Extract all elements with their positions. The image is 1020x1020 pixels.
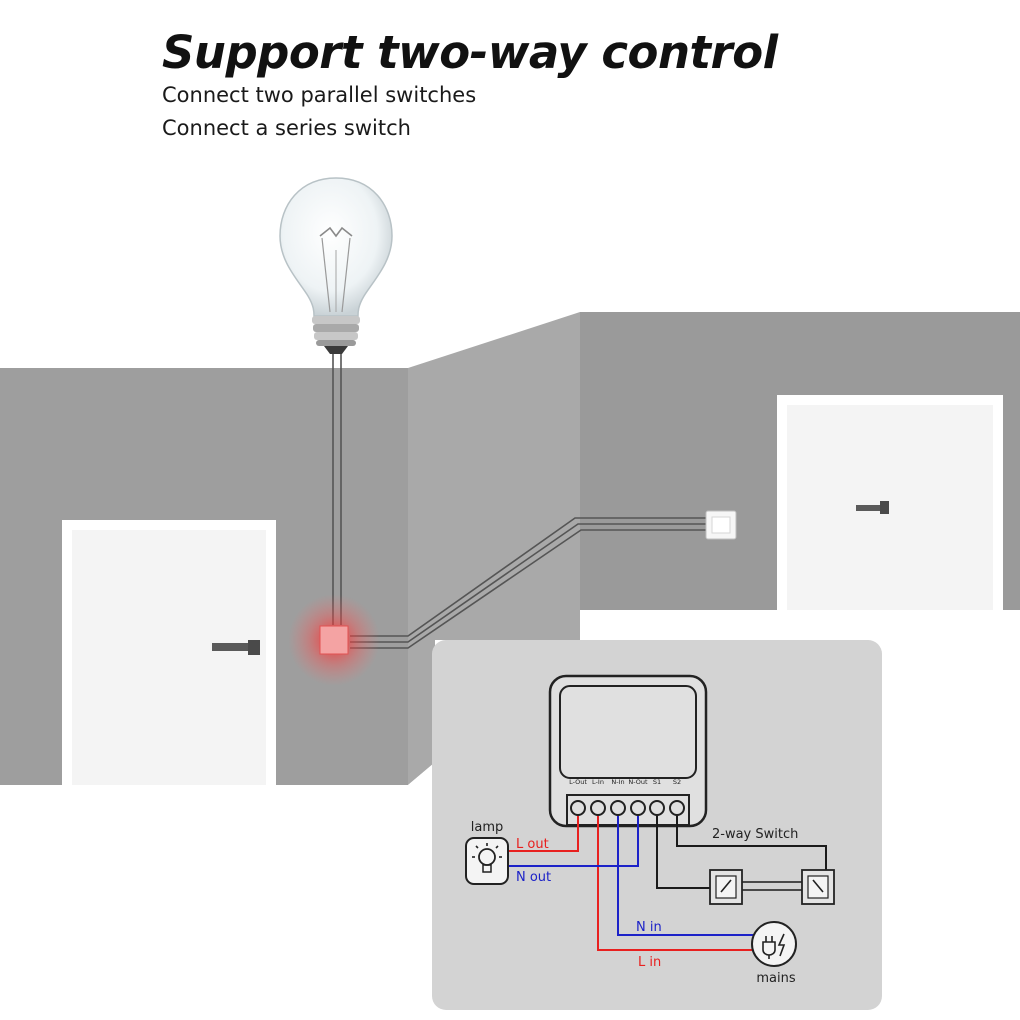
n-in-label: N in xyxy=(636,920,662,935)
terminal-label-n-in: N-In xyxy=(611,778,624,786)
s1-wire xyxy=(656,815,712,889)
wiring-panel: L-Out L-In N-In N-Out S1 S2 xyxy=(432,640,882,1010)
lamp-icon xyxy=(465,837,509,885)
terminal-screws xyxy=(570,800,685,816)
n-out-wire xyxy=(506,815,639,867)
ceiling-wire xyxy=(332,350,342,625)
traveler-wires xyxy=(738,881,808,891)
mains-plug-icon xyxy=(751,921,797,967)
l-in-wire xyxy=(597,815,756,951)
page-title: Support two-way control xyxy=(162,26,778,79)
l-in-label: L in xyxy=(638,955,661,970)
two-way-switch-label: 2-way Switch xyxy=(712,827,798,842)
terminal-label-l-out: L-Out xyxy=(569,778,587,786)
mains-label: mains xyxy=(756,971,795,986)
subtitle-parallel: Connect two parallel switches xyxy=(162,83,477,107)
terminal-label-n-out: N-Out xyxy=(628,778,648,786)
subtitle-series: Connect a series switch xyxy=(162,116,411,140)
l-out-label: L out xyxy=(516,837,549,852)
terminal-label-l-in: L-In xyxy=(592,778,604,786)
smart-module-icon xyxy=(548,674,708,828)
lamp-label: lamp xyxy=(471,820,504,835)
two-way-switch-icon xyxy=(709,869,835,905)
door-left-icon xyxy=(62,520,276,785)
l-out-wire xyxy=(506,815,579,852)
light-bulb-icon xyxy=(279,177,393,354)
smart-switch-icon xyxy=(288,594,380,686)
n-in-wire xyxy=(617,815,756,936)
s2-wire xyxy=(676,815,827,876)
terminal-label-s2: S2 xyxy=(673,778,681,786)
n-out-label: N out xyxy=(516,870,551,885)
wall-switch-icon xyxy=(705,510,737,540)
terminal-label-s1: S1 xyxy=(653,778,661,786)
door-right-icon xyxy=(777,395,1003,610)
